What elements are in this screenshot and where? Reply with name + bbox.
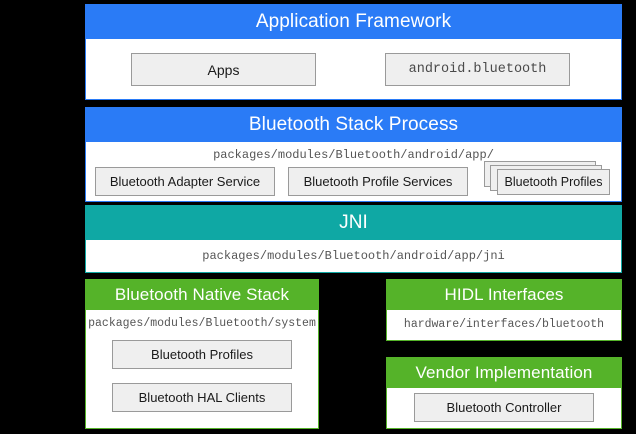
box-native-bluetooth-profiles[interactable]: Bluetooth Profiles (112, 340, 292, 369)
jni-body: packages/modules/Bluetooth/android/app/j… (86, 240, 621, 272)
vendor-implementation-body: Bluetooth Controller (387, 388, 621, 428)
layer-vendor-implementation: Vendor Implementation Bluetooth Controll… (386, 357, 622, 429)
path-stack-process: packages/modules/Bluetooth/android/app/ (213, 148, 494, 162)
layer-bluetooth-stack-process: Bluetooth Stack Process packages/modules… (85, 107, 622, 202)
application-framework-body: Apps android.bluetooth (86, 39, 621, 99)
layer-hidl-interfaces: HIDL Interfaces hardware/interfaces/blue… (386, 279, 622, 341)
box-apps[interactable]: Apps (131, 53, 316, 86)
box-bluetooth-controller[interactable]: Bluetooth Controller (414, 393, 594, 422)
path-native-stack: packages/modules/Bluetooth/system (88, 317, 316, 330)
bluetooth-stack-process-header: Bluetooth Stack Process (86, 108, 621, 142)
box-android-bluetooth[interactable]: android.bluetooth (385, 53, 570, 86)
layer-application-framework: Application Framework Apps android.bluet… (85, 4, 622, 100)
box-bluetooth-profile-services[interactable]: Bluetooth Profile Services (288, 167, 468, 196)
layer-bluetooth-native-stack: Bluetooth Native Stack packages/modules/… (85, 279, 319, 429)
box-bluetooth-profiles-stack[interactable]: Bluetooth Profiles (484, 161, 610, 195)
box-bluetooth-adapter-service[interactable]: Bluetooth Adapter Service (95, 167, 275, 196)
path-hidl-interfaces: hardware/interfaces/bluetooth (403, 318, 605, 331)
jni-header: JNI (86, 206, 621, 240)
hidl-interfaces-body: hardware/interfaces/bluetooth (387, 310, 621, 340)
stack-sheet-front[interactable]: Bluetooth Profiles (497, 169, 610, 195)
bluetooth-stack-process-body: packages/modules/Bluetooth/android/app/ … (86, 142, 621, 201)
bluetooth-native-stack-header: Bluetooth Native Stack (86, 280, 318, 310)
hidl-interfaces-header: HIDL Interfaces (387, 280, 621, 310)
application-framework-header: Application Framework (86, 5, 621, 39)
bluetooth-native-stack-body: packages/modules/Bluetooth/system Blueto… (86, 310, 318, 428)
path-jni: packages/modules/Bluetooth/android/app/j… (202, 249, 505, 263)
box-bluetooth-hal-clients[interactable]: Bluetooth HAL Clients (112, 383, 292, 412)
vendor-implementation-header: Vendor Implementation (387, 358, 621, 388)
layer-jni: JNI packages/modules/Bluetooth/android/a… (85, 205, 622, 273)
